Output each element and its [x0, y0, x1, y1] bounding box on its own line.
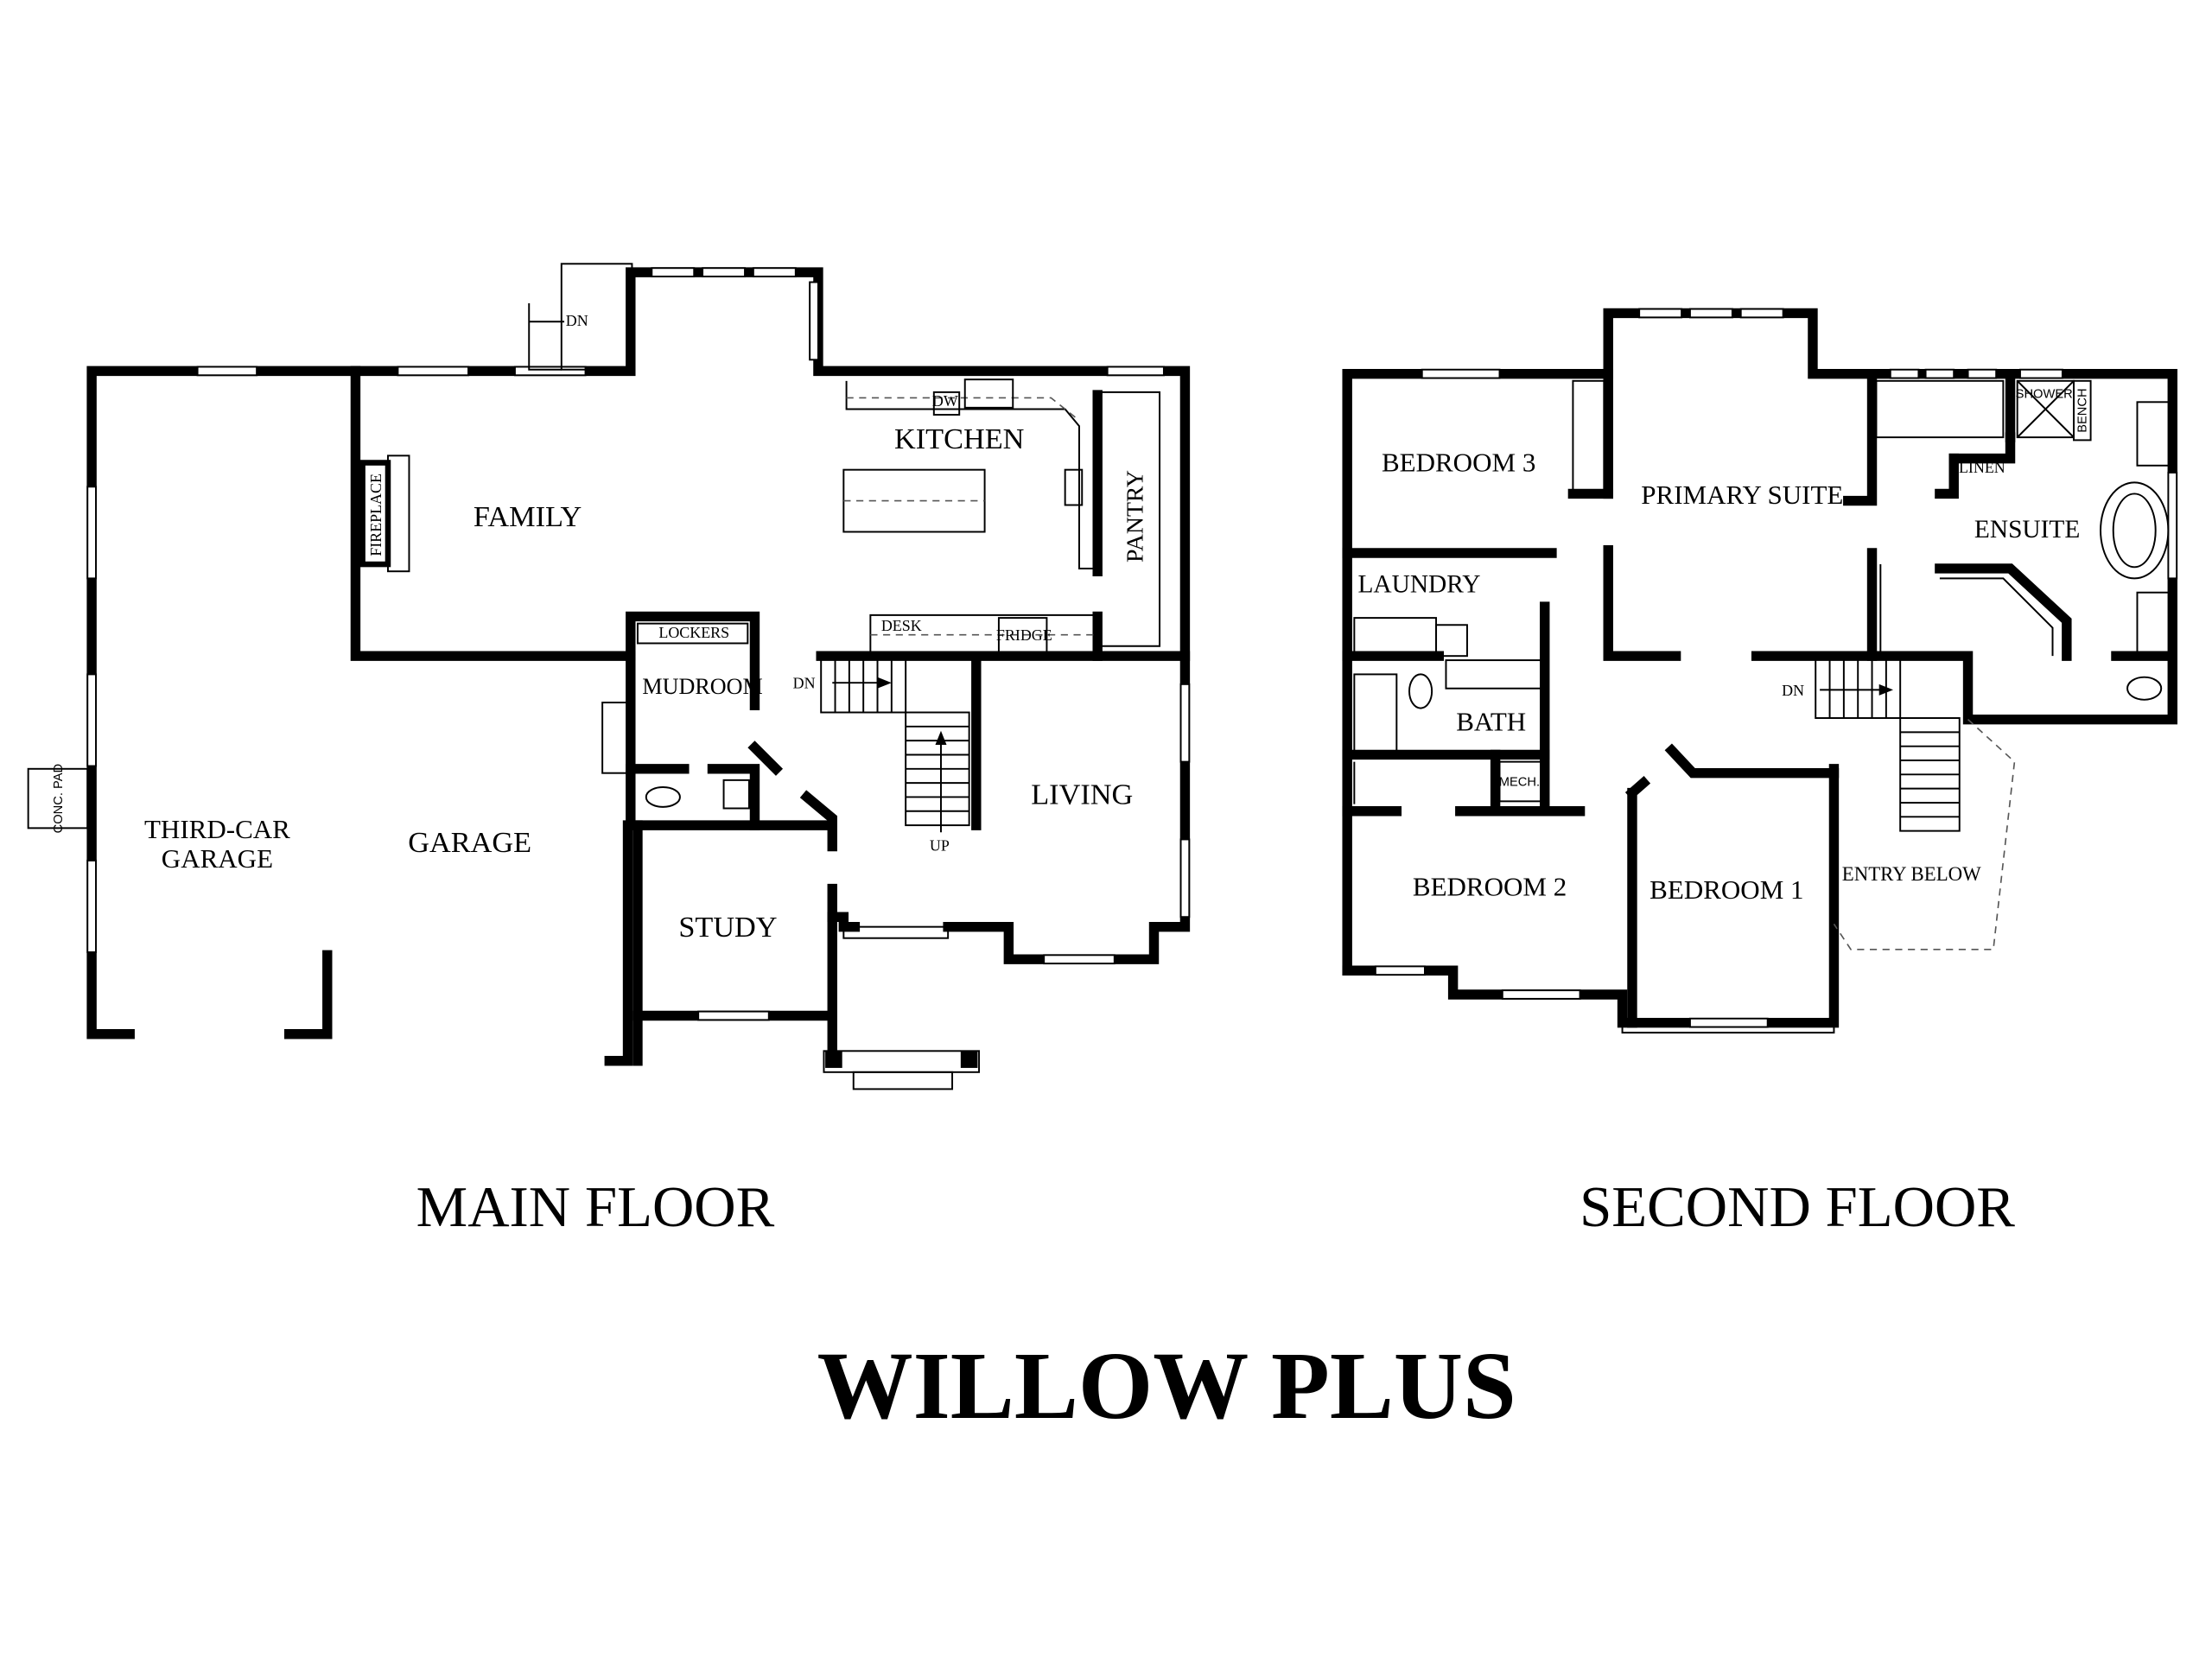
label-fridge: FRIDGE [996, 626, 1052, 644]
main-floor-plan [27, 263, 1191, 1090]
second-floor-plan [1342, 308, 2178, 1034]
label-fireplace: FIREPLACE [367, 474, 385, 556]
label-desk: DESK [881, 617, 922, 634]
plan-title: WILLOW PLUS [817, 1333, 1516, 1440]
second-floor-title: SECOND FLOOR [1580, 1175, 2015, 1239]
room-label-family: FAMILY [474, 500, 582, 533]
label-dw: DW [932, 392, 958, 410]
bathtub [2100, 481, 2170, 580]
label-stair-up: UP [930, 836, 950, 854]
room-label-bath: BATH [1456, 707, 1526, 737]
room-label-study: STUDY [678, 911, 777, 944]
label-deck-dn: DN [566, 312, 588, 329]
label-conc-pad: CONC. PAD [52, 764, 66, 834]
room-label-ensuite: ENSUITE [1974, 516, 2080, 543]
room-label-garage: GARAGE [408, 826, 531, 859]
room-label-bedroom-1: BEDROOM 1 [1649, 874, 1803, 905]
label-bench: BENCH [2076, 388, 2090, 432]
label-second-stair-dn: DN [1782, 682, 1804, 699]
room-label-bedroom-3: BEDROOM 3 [1382, 447, 1535, 477]
label-linen: LINEN [1959, 459, 2005, 476]
room-label-kitchen: KITCHEN [894, 423, 1024, 455]
room-label-mudroom: MUDROOM [642, 674, 762, 699]
second-stairs [1815, 658, 1961, 832]
fireplace [359, 460, 391, 568]
room-label-pantry: PANTRY [1122, 470, 1148, 563]
label-lockers: LOCKERS [658, 624, 729, 641]
main-stairs [820, 655, 970, 833]
room-label-third-car-1: THIRD-CAR [144, 814, 290, 844]
room-label-third-car-2: GARAGE [162, 843, 273, 874]
room-label-primary-suite: PRIMARY SUITE [1641, 480, 1843, 510]
label-mech: MECH. [1499, 775, 1540, 789]
room-label-laundry: LAUNDRY [1357, 571, 1480, 599]
label-entry-below: ENTRY BELOW [1842, 863, 1981, 885]
room-label-living: LIVING [1031, 779, 1133, 811]
label-stair-dn: DN [793, 675, 816, 692]
label-shower: SHOWER [2016, 387, 2073, 401]
room-label-bedroom-2: BEDROOM 2 [1413, 872, 1567, 902]
main-floor-title: MAIN FLOOR [416, 1175, 775, 1239]
